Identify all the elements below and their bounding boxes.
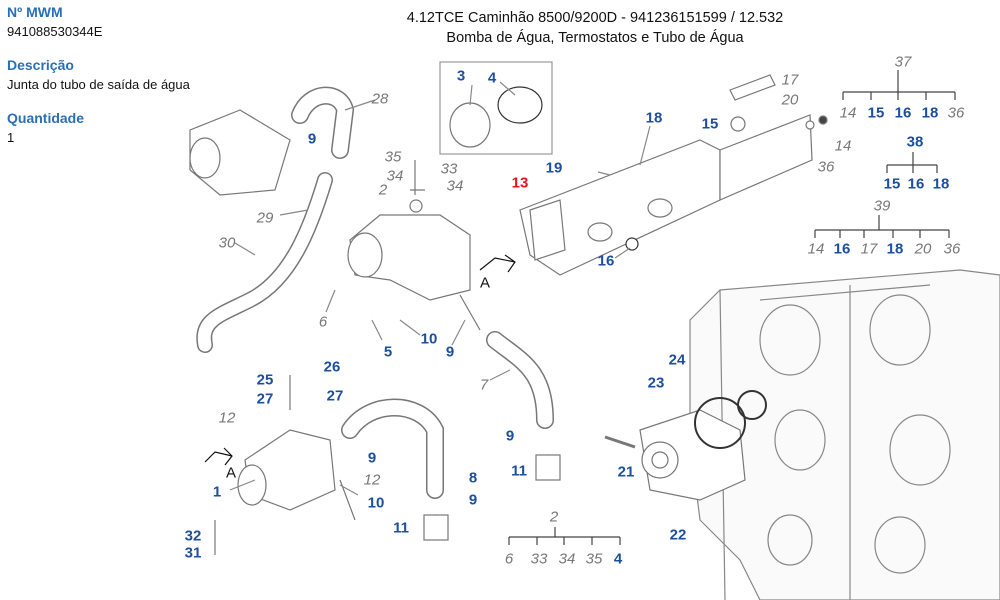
group-37-item[interactable]: 15	[867, 104, 885, 122]
callout-1[interactable]: 1	[212, 483, 222, 501]
group-39-item: 20	[914, 240, 932, 258]
description-value: Junta do tubo de saída de água	[7, 77, 190, 92]
callout-4[interactable]: 4	[487, 69, 497, 87]
callout-14: 14	[834, 137, 852, 155]
callout-23[interactable]: 23	[647, 374, 665, 392]
tree-brackets	[508, 70, 956, 545]
callout-3[interactable]: 3	[456, 67, 466, 85]
callout-29: 29	[256, 209, 274, 227]
callout-2: 2	[378, 181, 388, 199]
callout-26[interactable]: 26	[323, 358, 341, 376]
group-37-item: 36	[947, 104, 965, 122]
group-38-head[interactable]: 38	[906, 133, 924, 151]
group-2-item: 34	[558, 550, 576, 568]
diagram-title: 4.12TCE Caminhão 8500/9200D - 9412361515…	[385, 8, 805, 48]
callout-7: 7	[479, 376, 489, 394]
group-line: Bomba de Água, Termostatos e Tubo de Águ…	[446, 30, 744, 46]
thermostat-drawing	[439, 61, 553, 155]
group-39-item: 17	[860, 240, 878, 258]
description-label: Descrição	[7, 57, 74, 73]
callout-17: 17	[781, 71, 799, 89]
group-39-item: 36	[943, 240, 961, 258]
mwm-number-value: 941088530344E	[7, 24, 103, 39]
callout-11b[interactable]: 11	[511, 462, 527, 480]
callout-18[interactable]: 18	[645, 109, 663, 127]
callout-9e[interactable]: 9	[505, 427, 515, 445]
callout-15[interactable]: 15	[701, 115, 719, 133]
callout-33: 33	[440, 160, 458, 178]
group-39-item[interactable]: 18	[886, 240, 904, 258]
callout-11[interactable]: 11	[393, 519, 409, 537]
callout-10b[interactable]: 10	[367, 494, 385, 512]
water-outlet-tube-drawing	[519, 74, 828, 276]
callout-36: 36	[817, 158, 835, 176]
callout-6: 6	[318, 313, 328, 331]
callout-35: 35	[384, 148, 402, 166]
callout-13-selected[interactable]: 13	[511, 174, 529, 192]
callout-30: 30	[218, 234, 236, 252]
callout-9c[interactable]: 9	[367, 449, 377, 467]
water-pump-left-drawing	[189, 109, 561, 555]
group-2-item: 33	[530, 550, 548, 568]
callout-27[interactable]: 27	[256, 390, 274, 408]
callout-16[interactable]: 16	[597, 252, 615, 270]
group-2-item[interactable]: 4	[613, 550, 623, 568]
callout-31[interactable]: 31	[184, 544, 202, 562]
group-38-item[interactable]: 15	[883, 175, 901, 193]
thermostat-housing-drawing	[347, 160, 481, 331]
group-37-item[interactable]: 16	[894, 104, 912, 122]
callout-21[interactable]: 21	[617, 463, 635, 481]
callout-9d[interactable]: 9	[468, 491, 478, 509]
group-37-item[interactable]: 18	[921, 104, 939, 122]
callout-10[interactable]: 10	[420, 330, 438, 348]
group-38-item[interactable]: 16	[907, 175, 925, 193]
part-info-panel: Nº MWM 941088530344E Descrição Junta do …	[7, 4, 247, 163]
callout-12: 12	[218, 409, 236, 427]
view-arrow-icons	[204, 254, 516, 466]
callout-5[interactable]: 5	[383, 343, 393, 361]
callout-8[interactable]: 8	[468, 469, 478, 487]
group-2-item: 6	[504, 550, 514, 568]
model-line: 4.12TCE Caminhão 8500/9200D - 9412361515…	[406, 10, 784, 26]
group-37-head: 37	[894, 53, 912, 71]
group-2-head: 2	[549, 508, 559, 526]
hoses-drawing	[196, 86, 554, 499]
view-a-label-b: A	[479, 274, 491, 292]
group-38-item[interactable]: 18	[932, 175, 950, 193]
callout-32[interactable]: 32	[184, 527, 202, 545]
callout-34: 34	[386, 167, 404, 185]
group-39-item[interactable]: 16	[833, 240, 851, 258]
leader-lines	[229, 81, 651, 496]
group-37-item: 14	[839, 104, 857, 122]
callout-24[interactable]: 24	[668, 351, 686, 369]
callout-20: 20	[781, 91, 799, 109]
group-2-item: 35	[585, 550, 603, 568]
callout-9b[interactable]: 9	[445, 343, 455, 361]
callout-9[interactable]: 9	[307, 130, 317, 148]
group-39-item: 14	[807, 240, 825, 258]
engine-block-drawing	[689, 269, 1000, 600]
callout-25[interactable]: 25	[256, 371, 274, 389]
callout-27b[interactable]: 27	[326, 387, 344, 405]
callout-12b: 12	[363, 471, 381, 489]
view-a-label: A	[225, 464, 237, 482]
quantity-label: Quantidade	[7, 110, 85, 126]
water-pump-drawing	[604, 390, 767, 501]
quantity-value: 1	[7, 130, 15, 145]
group-39-head: 39	[873, 197, 891, 215]
callout-34b: 34	[446, 177, 464, 195]
callout-22[interactable]: 22	[669, 526, 687, 544]
mwm-number-label: Nº MWM	[7, 4, 63, 20]
callout-19[interactable]: 19	[545, 159, 563, 177]
callout-28: 28	[371, 90, 389, 108]
